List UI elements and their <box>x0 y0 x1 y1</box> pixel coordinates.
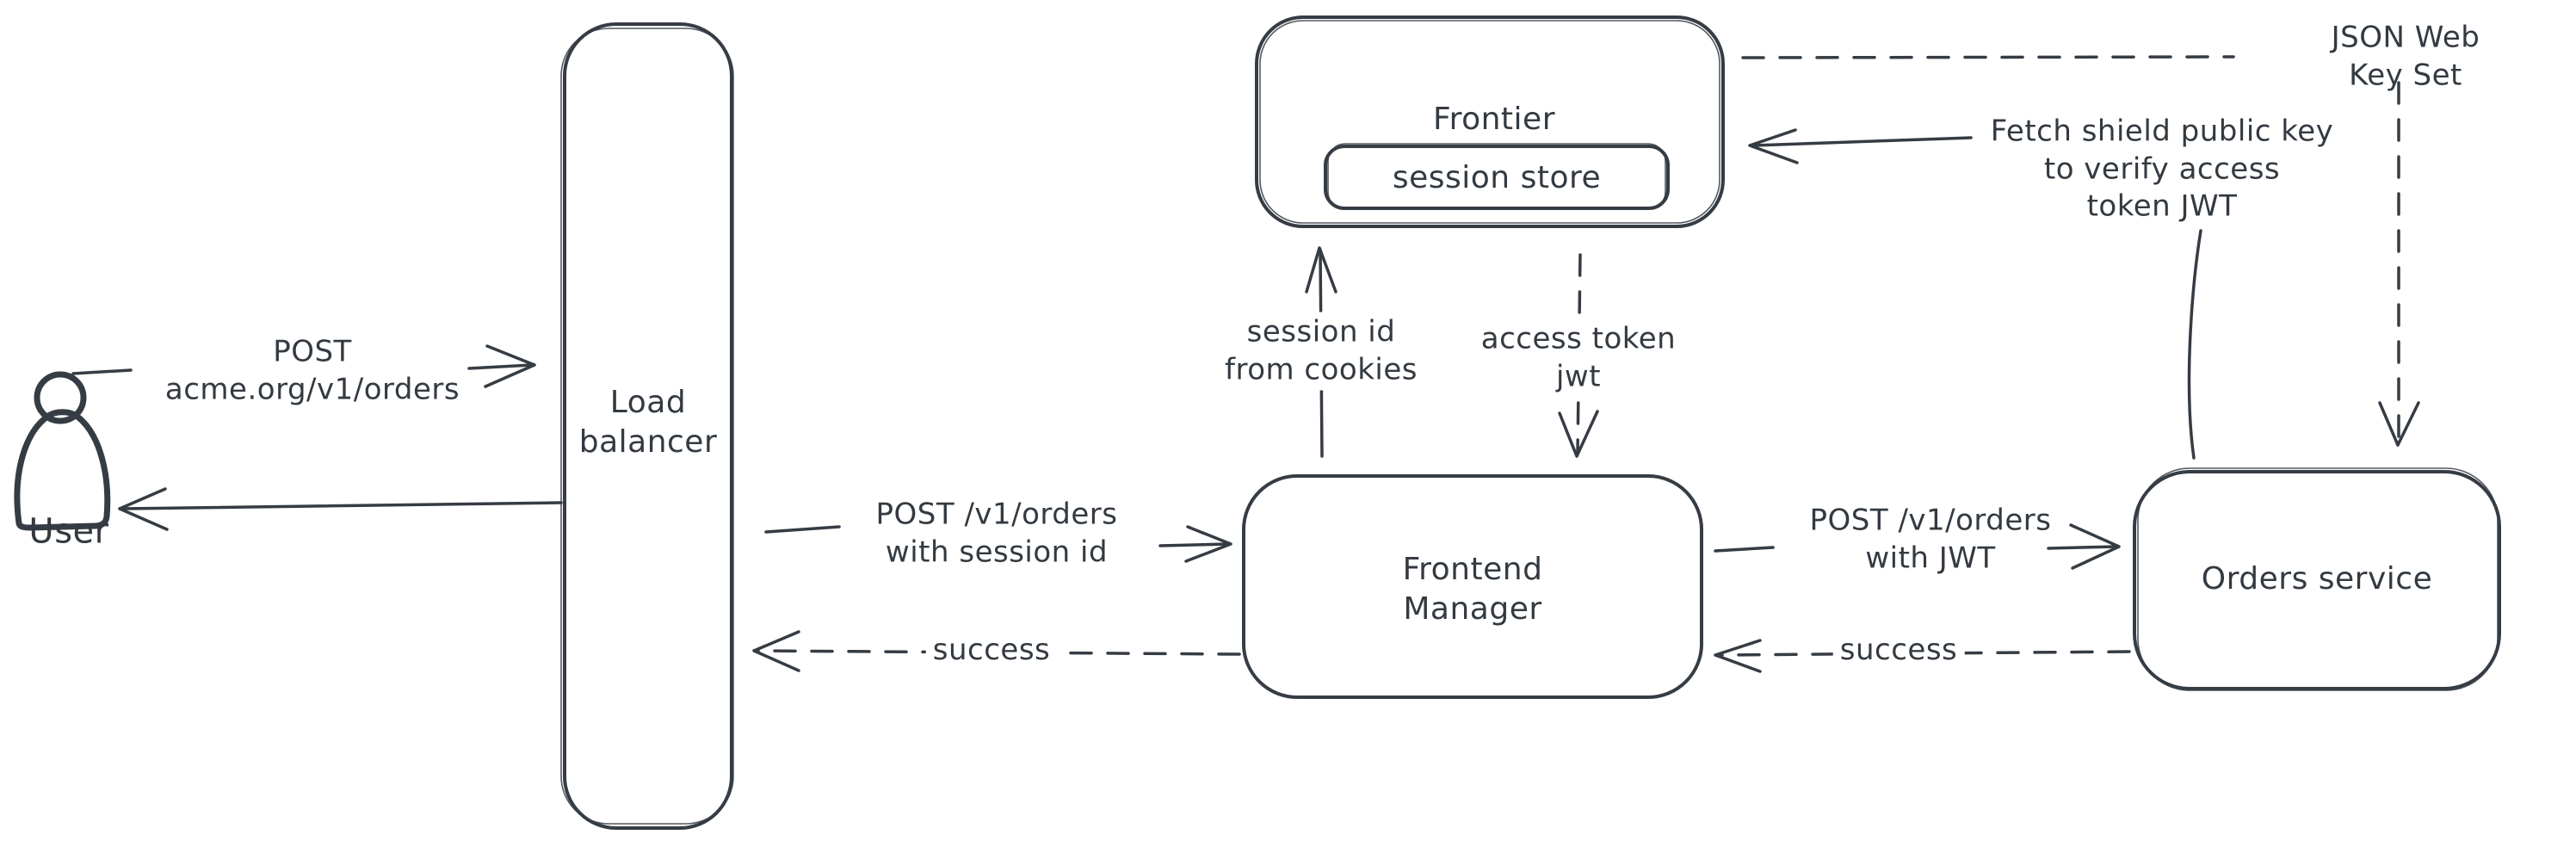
node-frontend-manager-label: Frontend Manager <box>1402 551 1543 627</box>
edge-frontend-manager-to-orders-service <box>1714 523 2121 570</box>
arrowhead-down <box>1558 410 1599 458</box>
node-frontier <box>1255 15 1725 228</box>
node-user-label: User <box>28 511 109 552</box>
edge-label-jwks: JSON Web Key Set <box>2331 20 2480 92</box>
node-frontier-label: Frontier <box>1432 101 1556 137</box>
edge-label-frontend-manager-to-load-balancer: success <box>925 630 1058 671</box>
arrowhead-left <box>118 487 169 531</box>
edge-load-balancer-to-frontend-manager <box>764 525 1232 563</box>
arrowhead-left <box>752 630 800 672</box>
arrowhead-right <box>484 344 536 388</box>
arrowhead-right <box>1184 525 1232 563</box>
edge-label-load-balancer-to-frontend-manager: POST /v1/orders with session id <box>875 497 1118 569</box>
edge-label-orders-service-to-frontend-manager: success <box>1832 630 1965 671</box>
arrowhead-left <box>1748 128 1799 164</box>
node-session-store <box>1324 143 1670 210</box>
node-session-store-label: session store <box>1392 159 1602 195</box>
edge-load-balancer-to-user <box>118 487 563 531</box>
edge-orders-service-to-frontier <box>1748 128 2202 460</box>
edge-label-user-to-load-balancer: POST acme.org/v1/orders <box>164 334 460 406</box>
node-orders-service-label: Orders service <box>2201 560 2433 597</box>
edge-label-orders-service-to-frontier: Fetch shield public key to verify access… <box>1990 114 2334 224</box>
edge-label-frontend-manager-to-orders-service: POST /v1/orders with JWT <box>1809 503 2052 575</box>
edge-jwks-to-orders-service <box>1741 55 2420 447</box>
arrowhead-left <box>1714 639 1762 673</box>
node-load-balancer <box>560 22 734 830</box>
node-frontend-manager <box>1242 474 1703 699</box>
arrowhead-right <box>2069 523 2121 570</box>
edge-label-frontend-manager-to-frontier: session id from cookies <box>1218 312 1424 391</box>
edge-user-to-load-balancer <box>71 344 536 388</box>
node-load-balancer-label: Load balancer <box>578 384 718 460</box>
arrowhead-up <box>1305 246 1337 294</box>
user-icon <box>14 371 111 531</box>
node-orders-service <box>2133 467 2501 691</box>
arrowhead-down <box>2378 401 2420 447</box>
edge-label-frontier-to-frontend-manager: access token jwt <box>1473 318 1683 398</box>
edge-frontier-to-frontend-manager <box>1558 253 1599 458</box>
